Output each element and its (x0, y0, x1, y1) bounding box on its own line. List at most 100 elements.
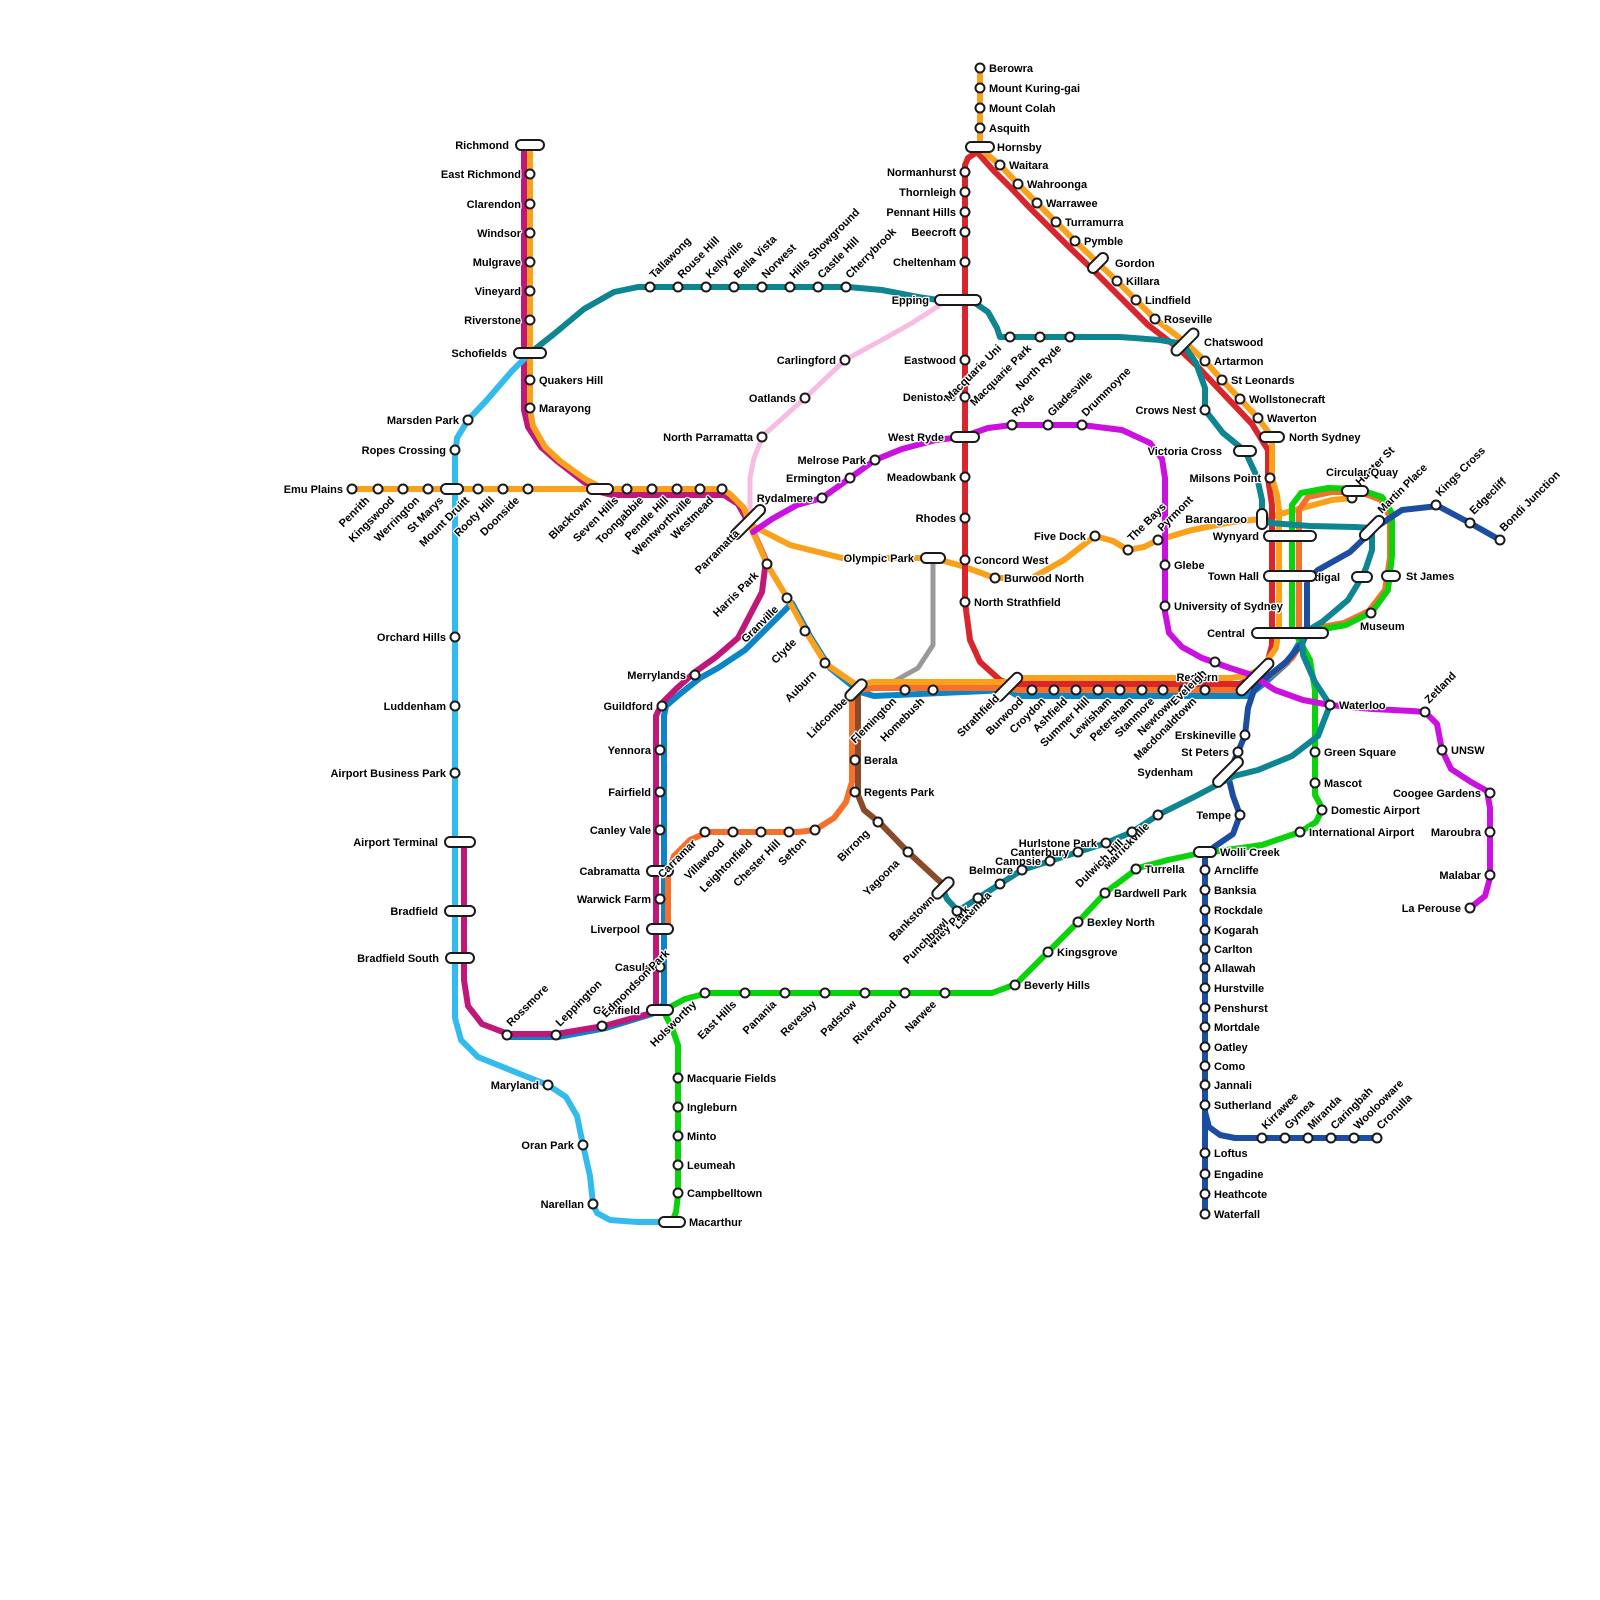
station-marker (1199, 404, 1211, 416)
station-marker (699, 826, 711, 838)
station-label: Narwee (903, 999, 939, 1035)
station-label: Cheltenham (893, 257, 956, 269)
station-marker (1042, 946, 1054, 958)
line-purple-ryde-southeast (750, 422, 1493, 911)
station-marker (819, 987, 831, 999)
station-label: Arncliffe (1214, 865, 1259, 877)
station-marker (974, 122, 986, 134)
station-marker (1279, 1132, 1291, 1144)
station-label: Domestic Airport (1331, 805, 1420, 817)
station-marker (1126, 826, 1138, 838)
station-marker (1100, 837, 1112, 849)
station-label: Campbelltown (687, 1188, 762, 1200)
station-marker (781, 592, 793, 604)
station-label: Ropes Crossing (362, 445, 446, 457)
station-marker (1216, 374, 1228, 386)
station-label: Luddenham (384, 701, 447, 713)
station-label: Yennora (608, 745, 652, 757)
station-label: Burwood North (1004, 573, 1084, 585)
station-label: Narellan (541, 1199, 585, 1211)
station-marker (939, 987, 951, 999)
station-label: Ingleburn (687, 1102, 737, 1114)
station-label: Orchard Hills (377, 632, 446, 644)
station-marker (1239, 729, 1251, 741)
station-marker (689, 669, 701, 681)
station-marker (1199, 1099, 1211, 1111)
station-label: Warwick Farm (577, 894, 651, 906)
station-label: Riverstone (464, 315, 521, 327)
station-label: Green Square (1324, 747, 1396, 759)
station-marker (1042, 419, 1054, 431)
station-marker (959, 554, 971, 566)
station-label: Oatley (1214, 1042, 1249, 1054)
station-label: Zetland (1423, 670, 1459, 706)
station-label: Glebe (1174, 560, 1205, 572)
station-label: East Hills (696, 999, 740, 1043)
station-label: Lindfield (1145, 295, 1191, 307)
station-marker (1484, 869, 1496, 881)
station-marker (1316, 804, 1328, 816)
station-marker (844, 472, 856, 484)
station-marker (587, 1198, 599, 1210)
station-marker (959, 354, 971, 366)
station-marker (819, 657, 831, 669)
station-marker (902, 846, 914, 858)
station-marker (449, 631, 461, 643)
station-label: International Airport (1309, 827, 1415, 839)
station-marker (522, 483, 534, 495)
station-marker (1159, 600, 1171, 612)
station-marker (1199, 1188, 1211, 1200)
station-label: Bardwell Park (1114, 888, 1188, 900)
station-label: Epping (892, 295, 929, 307)
station-marker (783, 826, 795, 838)
station-label: Vineyard (475, 286, 521, 298)
station-marker (1157, 684, 1169, 696)
station-marker (654, 824, 666, 836)
station-marker (672, 1187, 684, 1199)
station-marker (1309, 777, 1321, 789)
station-marker (899, 987, 911, 999)
station-label: UNSW (1451, 745, 1485, 757)
station-marker (513, 347, 547, 359)
station-label: Rossmore (505, 983, 552, 1030)
station-label: Oran Park (521, 1140, 574, 1152)
station-marker (959, 206, 971, 218)
station-marker (849, 786, 861, 798)
station-marker (1259, 431, 1285, 443)
station-marker (497, 483, 509, 495)
station-marker (699, 987, 711, 999)
station-label: Pennant Hills (886, 207, 956, 219)
station-marker (1235, 657, 1275, 697)
station-marker (1009, 979, 1021, 991)
station-label: Hurstville (1214, 983, 1264, 995)
station-label: Gordon (1115, 258, 1155, 270)
station-marker (1419, 706, 1431, 718)
station-marker (1087, 252, 1109, 274)
line-grey-olympic-park (867, 555, 936, 690)
station-label: Beverly Hills (1024, 980, 1090, 992)
station-marker (1193, 846, 1217, 858)
station-label: Warrawee (1046, 198, 1098, 210)
station-label: East Richmond (441, 169, 521, 181)
station-marker (586, 483, 614, 495)
station-label: Pymble (1084, 236, 1123, 248)
station-label: Mount Colah (989, 103, 1056, 115)
station-label: Allawah (1214, 963, 1256, 975)
station-label: Mortdale (1214, 1022, 1260, 1034)
station-marker (927, 684, 939, 696)
station-marker (840, 281, 852, 293)
station-marker (931, 876, 955, 900)
station-marker (1252, 412, 1264, 424)
station-label: Beecroft (911, 227, 956, 239)
station-marker (1026, 684, 1038, 696)
station-marker (1199, 904, 1211, 916)
station-marker (524, 374, 536, 386)
station-label: Clarendon (467, 199, 522, 211)
station-marker (1264, 472, 1276, 484)
station-marker (1199, 355, 1211, 367)
station-marker (1199, 1002, 1211, 1014)
station-marker (959, 186, 971, 198)
station-marker (972, 892, 984, 904)
station-marker (965, 141, 995, 153)
station-marker (1199, 1208, 1211, 1220)
